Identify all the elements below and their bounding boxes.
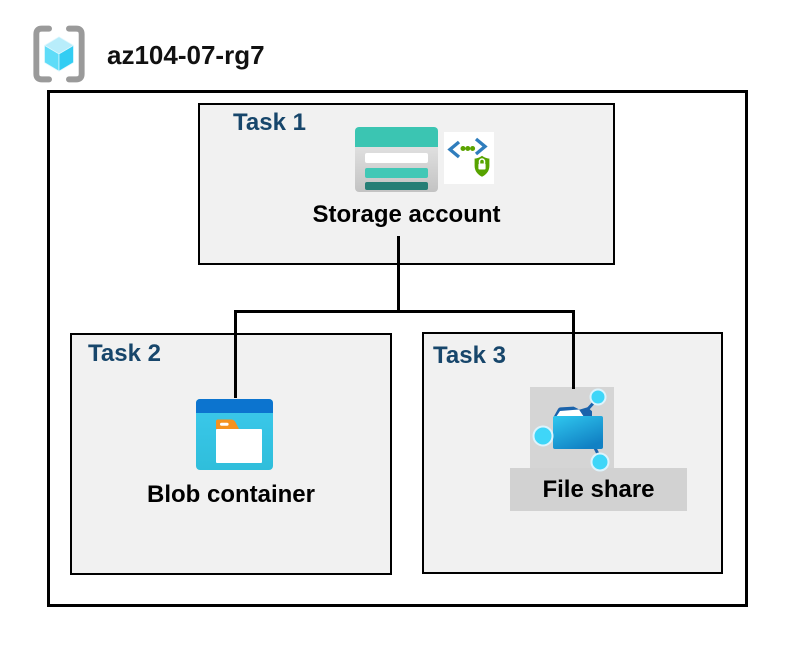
connector-storage-to-fileshare (572, 310, 575, 389)
blob-container-label: Blob container (146, 481, 315, 508)
file-share-label: File share (542, 476, 655, 503)
resource-group-title: az104-07-rg7 (107, 40, 265, 70)
file-share-label-highlight: File share (510, 468, 687, 511)
secured-endpoint-icon (444, 132, 494, 184)
task1-box: Task 1 Storage account (198, 103, 615, 265)
task1-label: Task 1 (233, 109, 306, 136)
task2-label: Task 2 (88, 340, 161, 367)
file-share-icon (532, 388, 610, 472)
storage-account-icon (355, 127, 438, 192)
blob-container-icon (196, 399, 273, 470)
connector-storage-to-blob (234, 310, 237, 398)
connector-storage-stem (397, 236, 400, 312)
task3-label: Task 3 (433, 342, 506, 369)
connector-horizontal (234, 310, 575, 313)
resource-group-icon (33, 25, 85, 83)
task2-box: Task 2 Blob container (70, 333, 392, 575)
storage-account-label: Storage account (312, 201, 501, 228)
